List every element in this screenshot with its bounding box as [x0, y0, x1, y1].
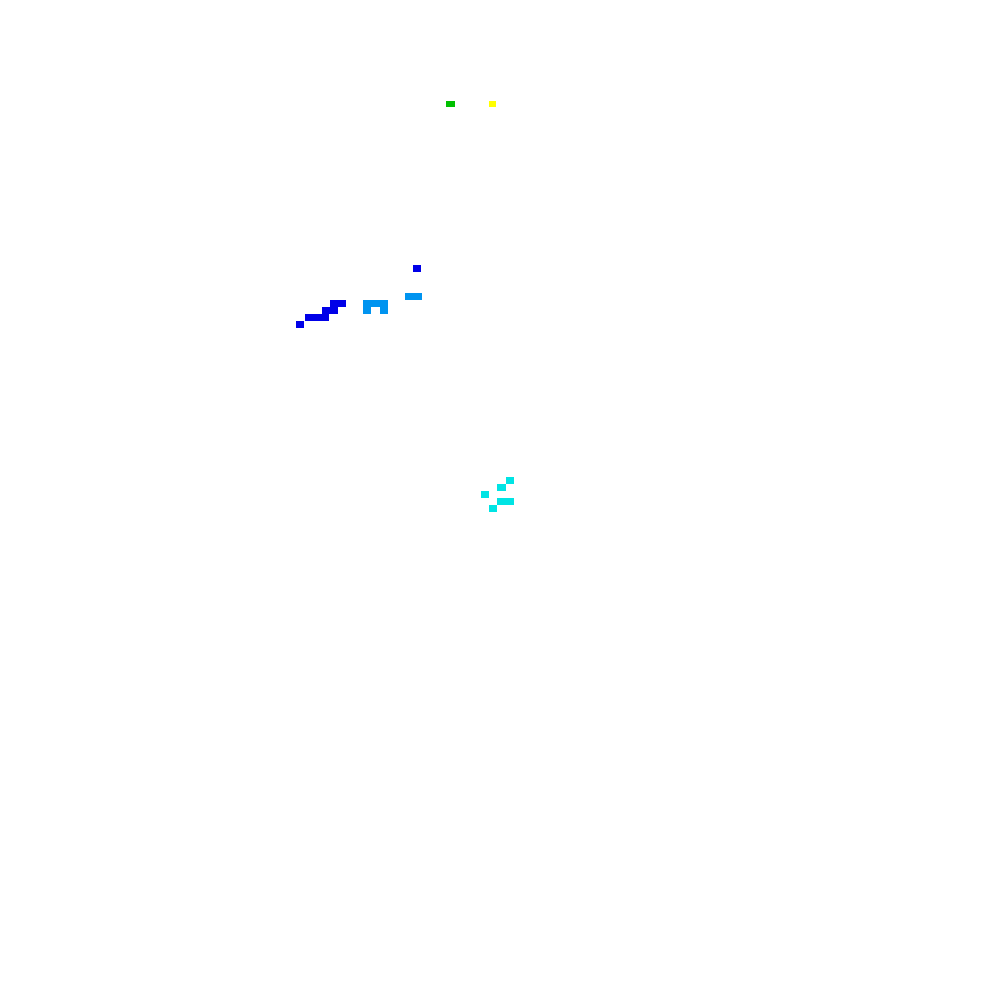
green-marker [446, 101, 455, 107]
sky-arch-shape-pixel [363, 300, 388, 307]
yellow-marker-pixel [489, 101, 496, 107]
sky-dash-pixel [405, 293, 422, 300]
green-marker-pixel [446, 101, 455, 107]
blue-diagonal-trail [296, 300, 346, 328]
pixel-clusters [296, 101, 514, 512]
blue-single-marker [413, 265, 421, 272]
cyan-scatter-pixel [506, 477, 514, 484]
cyan-scatter [481, 477, 514, 512]
blue-diagonal-trail-pixel [296, 321, 304, 328]
cyan-scatter-pixel [497, 484, 506, 491]
sky-dash [405, 293, 422, 300]
sky-arch-shape-pixel [363, 307, 371, 314]
blue-diagonal-trail-pixel [330, 300, 346, 307]
blue-diagonal-trail-pixel [322, 307, 338, 314]
sky-arch-shape-pixel [380, 307, 388, 314]
blue-diagonal-trail-pixel [305, 314, 329, 321]
cyan-scatter-pixel [497, 498, 514, 505]
blue-single-marker-pixel [413, 265, 421, 272]
sky-arch-shape [363, 300, 388, 314]
cyan-scatter-pixel [489, 505, 497, 512]
cyan-scatter-pixel [481, 491, 489, 498]
yellow-marker [489, 101, 496, 107]
